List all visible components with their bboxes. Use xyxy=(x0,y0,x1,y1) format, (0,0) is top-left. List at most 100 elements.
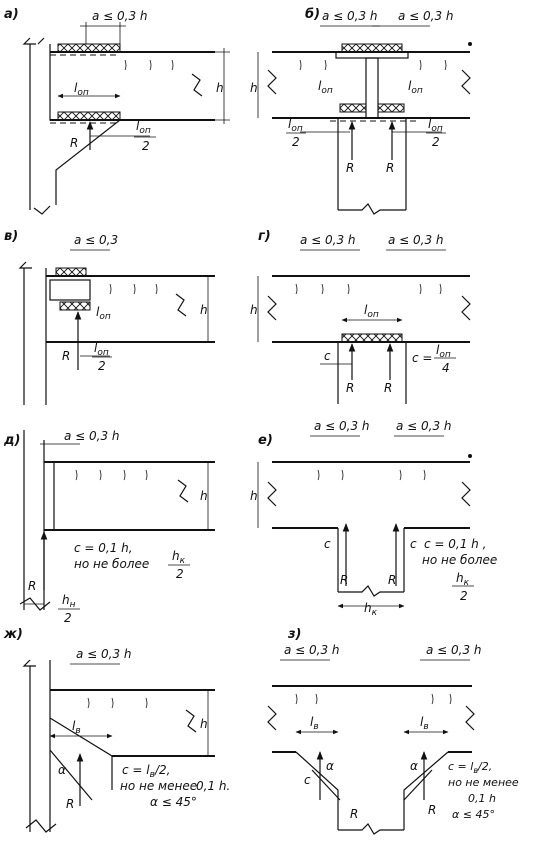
crack-marks xyxy=(124,59,174,71)
alpha-left-text: α xyxy=(326,759,334,773)
dim-a-text: a ≤ 0,3 xyxy=(74,233,118,247)
dim-a-right-text: a ≤ 0,3 h xyxy=(388,233,444,247)
web-stem xyxy=(365,57,379,119)
c-frac-den: 4 xyxy=(442,361,450,375)
reaction-left-label: R xyxy=(346,381,354,395)
panel-g: г) a ≤ 0,3 h a ≤ 0,3 h h lоп R R c c = l… xyxy=(250,229,471,404)
panel-v-label: в) xyxy=(4,229,18,244)
reaction-label: R xyxy=(28,579,36,593)
beam-break xyxy=(191,73,203,97)
panel-d-label: д) xyxy=(3,433,20,448)
dim-c-text: c xyxy=(324,349,331,363)
dim-h-text: h xyxy=(250,303,258,317)
crack-marks xyxy=(295,693,452,705)
c-text: c xyxy=(304,773,311,787)
crack-marks xyxy=(75,469,148,481)
alpha-text: α xyxy=(58,763,66,777)
beam-break xyxy=(177,479,189,503)
crack-marks xyxy=(295,283,442,295)
panel-g-label: г) xyxy=(258,229,271,244)
reaction-right-label: R xyxy=(428,803,436,817)
lb-right-text: lв xyxy=(420,715,429,732)
reaction-left-label: R xyxy=(346,161,354,175)
dim-h-text: h xyxy=(250,81,258,95)
panel-z-label: з) xyxy=(287,627,302,642)
beam-break-left xyxy=(267,69,277,95)
panel-zh: ж) a ≤ 0,3 h h lв α R c = lв/2, но не ме… xyxy=(3,627,230,833)
pad-top xyxy=(55,267,87,277)
column-edges xyxy=(337,118,407,210)
dim-h-text: h xyxy=(200,717,208,731)
crack-marks xyxy=(87,697,148,709)
break-mark-top xyxy=(37,37,45,45)
pad-top xyxy=(341,43,403,53)
c-line3: 0,1 h xyxy=(468,792,496,805)
beam-break xyxy=(185,709,197,733)
beam-break-right xyxy=(461,295,471,321)
dot xyxy=(468,42,472,46)
lb-left-text: lв xyxy=(310,715,319,732)
reaction-label: R xyxy=(62,349,70,363)
panel-a: a) a ≤ 0,3 h lоп lоп 2 R h xyxy=(4,7,230,215)
haunch-outline xyxy=(295,751,449,830)
c-eq-text: c = xyxy=(412,351,432,365)
panel-b: б) a ≤ 0,3 h a ≤ 0,3 h h lоп lоп lоп 2 l… xyxy=(250,7,472,215)
dim-h-text: h xyxy=(200,489,208,503)
panel-v: в) a ≤ 0,3 lоп R lоп 2 h xyxy=(4,229,215,405)
column-edges xyxy=(337,342,407,404)
panel-e: е) a ≤ 0,3 h a ≤ 0,3 h h R R c c c = 0,1… xyxy=(250,419,497,618)
wall-left-edge xyxy=(22,37,36,210)
beam-break-right xyxy=(465,705,475,731)
panel-a-label: a) xyxy=(4,7,19,22)
dim-half-left-num: lоп xyxy=(288,117,303,134)
wall-left-edge xyxy=(18,261,32,405)
beam-break-left xyxy=(267,295,277,321)
dim-half-num: lоп xyxy=(94,341,109,358)
column-break xyxy=(338,203,406,215)
bracket-block xyxy=(49,279,91,301)
dim-lon-text: lоп xyxy=(364,303,379,320)
panel-b-label: б) xyxy=(305,7,320,22)
reaction-label: R xyxy=(70,136,78,150)
dim-half-right-num: lоп xyxy=(428,117,443,134)
pad-left xyxy=(339,103,367,113)
dim-half-left-den: 2 xyxy=(292,135,300,149)
c-left-text: c xyxy=(324,537,331,551)
dim-a-right-text: a ≤ 0,3 h xyxy=(396,419,452,433)
dim-a-text: a ≤ 0,3 h xyxy=(92,9,148,23)
column-break xyxy=(338,823,404,835)
beam-break-left xyxy=(267,481,277,507)
column-left-edge xyxy=(22,659,36,832)
reaction-label: R xyxy=(66,797,74,811)
dim-a-right-text: a ≤ 0,3 h xyxy=(426,643,482,657)
hk-den: 2 xyxy=(176,567,184,581)
lb-text: lв xyxy=(72,719,81,736)
c-frac-num: lоп xyxy=(436,343,451,360)
column-edges xyxy=(337,528,405,592)
beam-break-right xyxy=(461,69,471,95)
column-break xyxy=(25,819,57,833)
l-right-text: lоп xyxy=(408,79,423,96)
break-mark-bottom xyxy=(33,205,51,215)
hk-den: 2 xyxy=(460,589,468,603)
reaction-left-label: R xyxy=(350,807,358,821)
strut-line xyxy=(49,749,93,801)
c-line1: c = 0,1 h, xyxy=(74,541,133,555)
hn-den: 2 xyxy=(64,611,72,625)
dim-a-left-text: a ≤ 0,3 h xyxy=(314,419,370,433)
hk-bottom-text: hк xyxy=(364,601,378,618)
panel-zh-label: ж) xyxy=(3,627,23,642)
hn-num: hн xyxy=(62,593,76,610)
dim-h-text: h xyxy=(216,81,224,95)
crack-marks xyxy=(317,469,426,481)
beam-break-left xyxy=(267,705,277,731)
dim-a-left-text: a ≤ 0,3 h xyxy=(284,643,340,657)
dot xyxy=(468,454,472,458)
c-line1: c = lв/2, xyxy=(448,760,492,775)
c-line3: 0,1 h. xyxy=(196,779,230,793)
pad-right xyxy=(377,103,405,113)
pad-bottom xyxy=(57,111,121,121)
pad-top xyxy=(57,43,121,53)
dim-a-right-text: a ≤ 0,3 h xyxy=(398,9,454,23)
crack-marks xyxy=(299,59,447,71)
